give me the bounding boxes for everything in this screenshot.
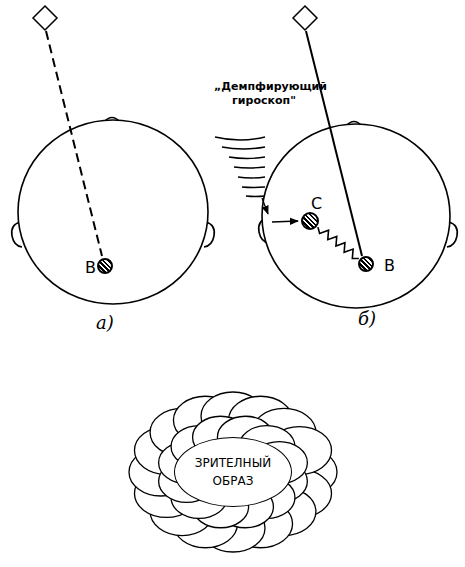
gyroscope-label: „Демпфирующий гироскоп"	[214, 80, 314, 109]
sight-line-dashed	[46, 31, 102, 256]
node-text: ЗРИТЕЛНЫЙ ОБРАЗ	[191, 454, 275, 490]
leader-line	[262, 198, 268, 214]
point-letter: В	[85, 260, 96, 276]
focus-point: В	[358, 256, 374, 272]
point-letter: В	[384, 258, 395, 274]
spring-connector	[318, 227, 359, 258]
head-outline	[12, 118, 215, 305]
head-outline	[259, 122, 458, 309]
target-diamond	[33, 6, 57, 30]
figure-label: б)	[358, 308, 376, 329]
target-diamond	[293, 6, 317, 30]
visual-image-oval: ЗРИТЕЛНЫЙ ОБРАЗ	[174, 437, 292, 507]
gyro-point: С	[301, 212, 319, 230]
point-letter: С	[311, 196, 322, 212]
gyro-link-line	[272, 221, 298, 222]
figure-label: а)	[96, 312, 114, 333]
focus-point: В	[97, 258, 113, 274]
image-cloud	[129, 392, 337, 552]
gyroscope-waves	[215, 137, 265, 197]
